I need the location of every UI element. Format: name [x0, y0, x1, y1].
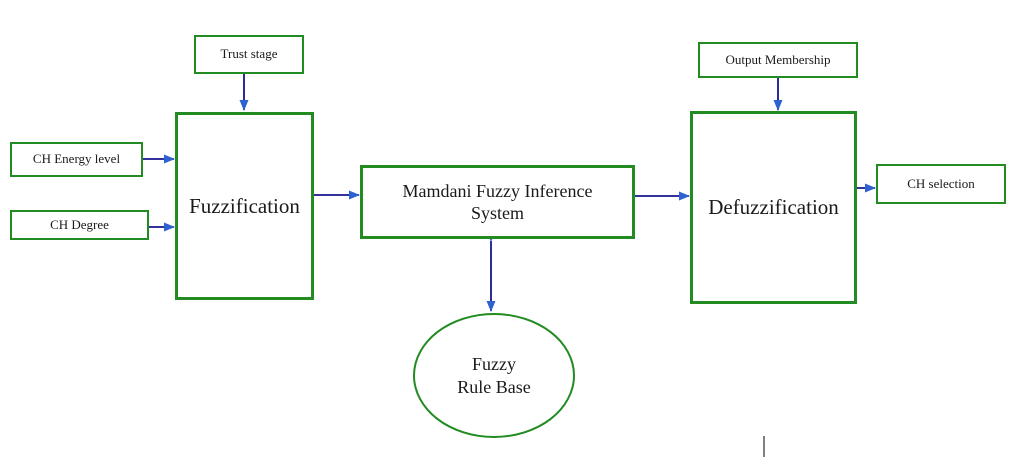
node-fuzzy-rule-base-label-line1: Fuzzy — [472, 354, 516, 374]
node-fuzzy-rule-base: Fuzzy Rule Base — [413, 313, 575, 438]
node-defuzzification: Defuzzification — [690, 111, 857, 304]
node-trust-stage-label: Trust stage — [220, 46, 278, 62]
node-ch-energy-level: CH Energy level — [10, 142, 143, 177]
node-ch-degree: CH Degree — [10, 210, 149, 240]
node-trust-stage: Trust stage — [194, 35, 304, 74]
node-output-membership-label: Output Membership — [725, 51, 831, 67]
node-fuzzification: Fuzzification — [175, 112, 314, 300]
node-fuzzy-rule-base-label-line2: Rule Base — [457, 376, 531, 397]
node-fuzzy-rule-base-label: Fuzzy Rule Base — [457, 353, 531, 398]
node-mamdani-fuzzy-inference-system: Mamdani Fuzzy Inference System — [360, 165, 635, 239]
node-defuzzification-label: Defuzzification — [708, 195, 839, 220]
node-ch-degree-label: CH Degree — [50, 216, 109, 232]
text-cursor — [763, 436, 765, 457]
node-ch-energy-level-label: CH Energy level — [32, 151, 121, 167]
node-ch-selection-label: CH selection — [907, 175, 975, 191]
node-mamdani-label: Mamdani Fuzzy Inference System — [402, 180, 593, 224]
node-ch-selection: CH selection — [876, 164, 1006, 204]
node-output-membership: Output Membership — [698, 42, 858, 78]
node-fuzzification-label: Fuzzification — [189, 193, 300, 218]
